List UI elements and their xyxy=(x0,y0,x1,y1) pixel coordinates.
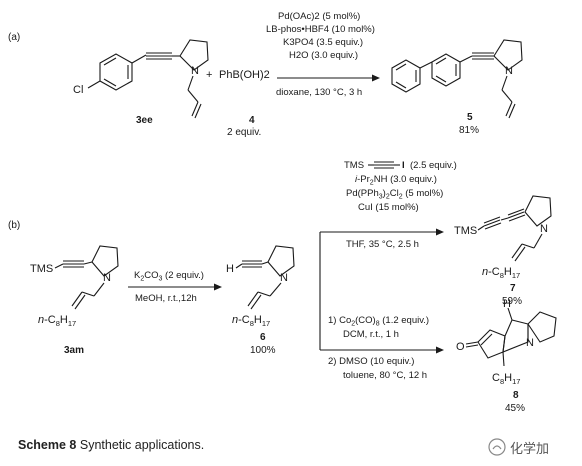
compound-8: O N H xyxy=(456,298,557,367)
plus-sign: + xyxy=(206,69,212,81)
caption-text: Synthetic applications. xyxy=(79,438,205,452)
reagent-phenylboronic-acid: PhB(OH)2 xyxy=(219,69,270,81)
svg-text:TMS: TMS xyxy=(344,160,364,171)
reagent-4-label: 4 xyxy=(249,115,255,126)
part-b-label: (b) xyxy=(8,220,20,231)
part-a-label: (a) xyxy=(8,32,20,43)
condition-lower-2: DCM, r.t., 1 h xyxy=(343,329,399,340)
watermark-logo xyxy=(488,438,506,456)
alkyl-7: n-C8H17 xyxy=(482,266,520,280)
nitrogen-atom: N xyxy=(191,65,199,77)
condition-b1-1: K2CO3 (2 equiv.) xyxy=(134,270,204,283)
reagent-4-equiv: 2 equiv. xyxy=(227,127,261,138)
compound-8-yield: 45% xyxy=(505,403,525,414)
svg-text:I: I xyxy=(402,160,405,171)
compound-7: TMS N xyxy=(454,195,552,262)
condition-upper-4: CuI (15 mol%) xyxy=(358,202,419,213)
compound-6-yield: 100% xyxy=(250,345,276,356)
condition-lower-3: 2) DMSO (10 equiv.) xyxy=(328,356,414,367)
terminal-h: H xyxy=(226,263,234,275)
condition-a-4: H2O (3.0 equiv.) xyxy=(289,50,358,61)
nitrogen-atom-3am: N xyxy=(103,272,111,284)
reaction-arrow-b1 xyxy=(128,283,222,291)
compound-5: N xyxy=(391,39,523,119)
nitrogen-atom-8: N xyxy=(526,337,534,349)
compound-7-label: 7 xyxy=(510,283,516,294)
compound-3am-label: 3am xyxy=(64,345,84,356)
condition-lower-1: 1) Co2(CO)8 (1.2 equiv.) xyxy=(328,315,429,328)
condition-a-5: dioxane, 130 °C, 3 h xyxy=(276,87,362,98)
stereo-h: H xyxy=(503,298,511,310)
chlorine-atom: Cl xyxy=(73,84,83,96)
watermark-text: 化学加 xyxy=(510,441,550,456)
caption-label: Scheme 8 xyxy=(18,438,77,452)
condition-upper-1: TMS I (2.5 equiv.) xyxy=(344,160,457,171)
scheme-caption: Scheme 8 Synthetic applications. xyxy=(18,438,204,452)
compound-3am: TMS N xyxy=(30,245,119,310)
alkyl-3am: n-C8H17 xyxy=(38,314,76,328)
compound-6-label: 6 xyxy=(260,332,266,343)
condition-a-3: K3PO4 (3.5 equiv.) xyxy=(283,37,363,48)
tms-group-7: TMS xyxy=(454,225,477,237)
watermark-icon xyxy=(488,438,506,456)
condition-upper-5: THF, 35 °C, 2.5 h xyxy=(346,239,419,250)
branch-arrows xyxy=(319,228,444,354)
alkyl-6: n-C8H17 xyxy=(232,314,270,328)
reaction-arrow-a xyxy=(277,74,380,82)
condition-a-1: Pd(OAc)2 (5 mol%) xyxy=(278,11,360,22)
compound-6: H N xyxy=(226,245,295,310)
alkyl-8: C8H17 xyxy=(492,372,520,386)
condition-a-2: LB-phos•HBF4 (10 mol%) xyxy=(266,24,375,35)
compound-3ee-label: 3ee xyxy=(136,115,153,126)
compound-8-label: 8 xyxy=(513,390,519,401)
compound-3ee: Cl N xyxy=(73,39,209,119)
carbonyl-oxygen: O xyxy=(456,341,465,353)
svg-text:(2.5 equiv.): (2.5 equiv.) xyxy=(410,160,457,171)
nitrogen-atom-6: N xyxy=(280,272,288,284)
compound-7-yield: 59% xyxy=(502,296,522,307)
condition-lower-4: toluene, 80 °C, 12 h xyxy=(343,370,427,381)
condition-upper-2: i-Pr2NH (3.0 equiv.) xyxy=(355,174,437,187)
tms-group: TMS xyxy=(30,263,53,275)
nitrogen-atom-7: N xyxy=(540,223,548,235)
condition-b1-2: MeOH, r.t.,12h xyxy=(135,293,197,304)
compound-5-label: 5 xyxy=(467,112,473,123)
condition-upper-3: Pd(PPh3)2Cl2 (5 mol%) xyxy=(346,188,443,201)
nitrogen-atom-5: N xyxy=(505,65,513,77)
compound-5-yield: 81% xyxy=(459,125,479,136)
